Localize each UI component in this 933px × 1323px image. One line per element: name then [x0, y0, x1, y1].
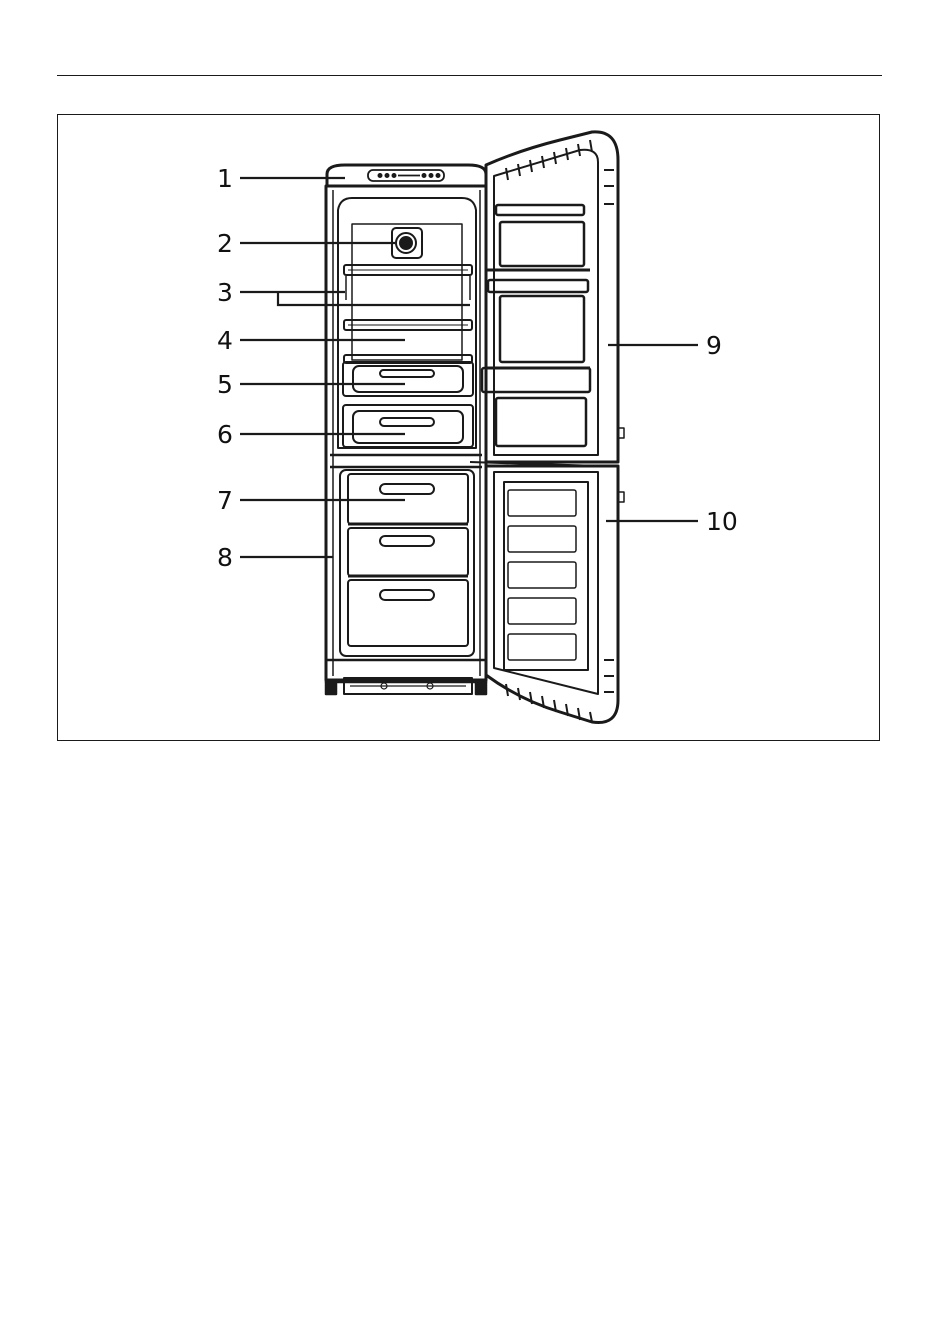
callout-8: 8	[217, 543, 233, 572]
control-panel	[368, 170, 444, 181]
callout-10: 10	[706, 507, 738, 536]
callout-7: 7	[217, 486, 233, 515]
callout-9: 9	[706, 331, 722, 360]
callout-2: 2	[217, 229, 233, 258]
callout-3: 3	[217, 278, 233, 307]
interior-light	[392, 228, 422, 258]
freezer-door	[470, 462, 624, 723]
callout-numbers: 1 2 3 4 5 6 7 8 9 10	[217, 164, 738, 572]
callout-1: 1	[217, 164, 233, 193]
callout-4: 4	[217, 326, 233, 355]
glass-shelves	[344, 265, 472, 363]
callout-6: 6	[217, 420, 233, 449]
leader-3-bracket	[278, 292, 470, 305]
callout-5: 5	[217, 370, 233, 399]
fridge-door	[482, 132, 624, 462]
